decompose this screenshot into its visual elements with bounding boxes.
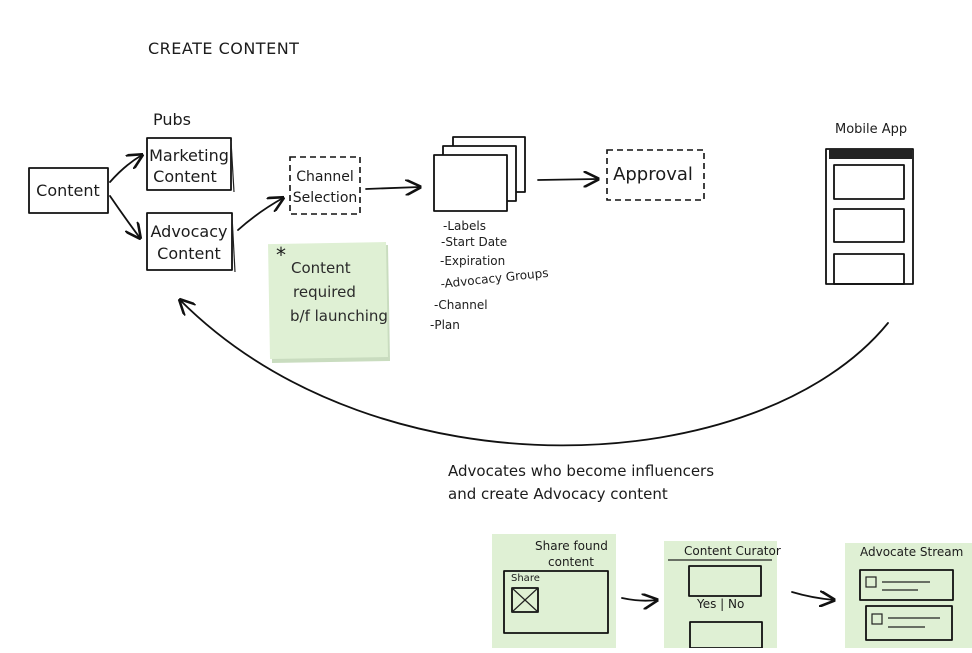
sticky-share-found-content: Share found content Share	[492, 534, 616, 648]
content-label: Content	[36, 181, 100, 200]
attr-channel: -Channel	[434, 298, 488, 312]
pubs-label: Pubs	[153, 110, 191, 129]
arrow-curator-to-stream	[791, 592, 834, 600]
loop-label-line1: Advocates who become influencers	[448, 462, 714, 480]
approval-label: Approval	[613, 164, 693, 185]
attribute-list: -Labels -Start Date -Expiration -Advocac…	[430, 219, 549, 332]
channel-selection-box	[289, 156, 361, 215]
curator-title: Content Curator	[684, 544, 781, 558]
stream-title: Advocate Stream	[860, 545, 963, 559]
arrow-share-to-curator	[621, 598, 657, 601]
sticky-note-content-required: * Content required b/f launching	[268, 242, 391, 364]
marketing-label-line2: Content	[153, 167, 217, 186]
feedback-loop-arc	[180, 300, 889, 447]
marketing-box-shadow-line	[230, 140, 235, 193]
marketing-label-line1: Marketing	[149, 146, 229, 165]
mobile-app-label: Mobile App	[835, 122, 907, 137]
advocacy-label-line2: Content	[157, 244, 221, 263]
arrow-documents-to-approval	[537, 179, 598, 180]
sticky-line2: required	[293, 283, 356, 301]
advocacy-box-shadow-line	[231, 215, 236, 273]
share-inner-label: Share	[511, 573, 540, 584]
marketing-content-box	[146, 137, 232, 191]
channel-label-line2: Selection	[293, 190, 358, 206]
mobile-app-wireframe	[825, 148, 914, 285]
sticky-asterisk: *	[276, 243, 286, 267]
share-title-line1: Share found	[535, 539, 608, 553]
attr-start-date: -Start Date	[441, 235, 507, 249]
sticky-advocate-stream: Advocate Stream	[845, 543, 972, 648]
channel-label-line1: Channel	[296, 169, 353, 185]
arrow-channel-to-documents	[365, 187, 420, 189]
arrow-advocacy-to-channel	[237, 198, 283, 231]
curator-choice: Yes | No	[696, 597, 744, 611]
share-title-line2: content	[548, 555, 594, 569]
attr-plan: -Plan	[430, 318, 460, 332]
loop-label-line2: and create Advocacy content	[448, 485, 668, 503]
attr-expiration: -Expiration	[440, 254, 505, 268]
image-placeholder-icon	[511, 587, 539, 613]
diagram-title: CREATE CONTENT	[148, 39, 299, 58]
attr-labels: -Labels	[443, 219, 486, 233]
arrow-content-to-marketing	[109, 155, 142, 183]
mobile-app-status-bar	[829, 149, 912, 159]
advocacy-content-box	[146, 212, 233, 271]
sticky-content-curator: Content Curator Yes | No	[664, 541, 781, 649]
content-box	[28, 167, 109, 214]
attr-advocacy-groups: -Advocacy Groups	[440, 266, 549, 291]
advocacy-label-line1: Advocacy	[151, 222, 228, 241]
approval-box	[606, 149, 705, 201]
arrow-content-to-advocacy	[109, 195, 140, 238]
stacked-documents	[433, 136, 526, 212]
sticky-line3: b/f launching	[290, 307, 388, 325]
sticky-line1: Content	[291, 259, 351, 277]
